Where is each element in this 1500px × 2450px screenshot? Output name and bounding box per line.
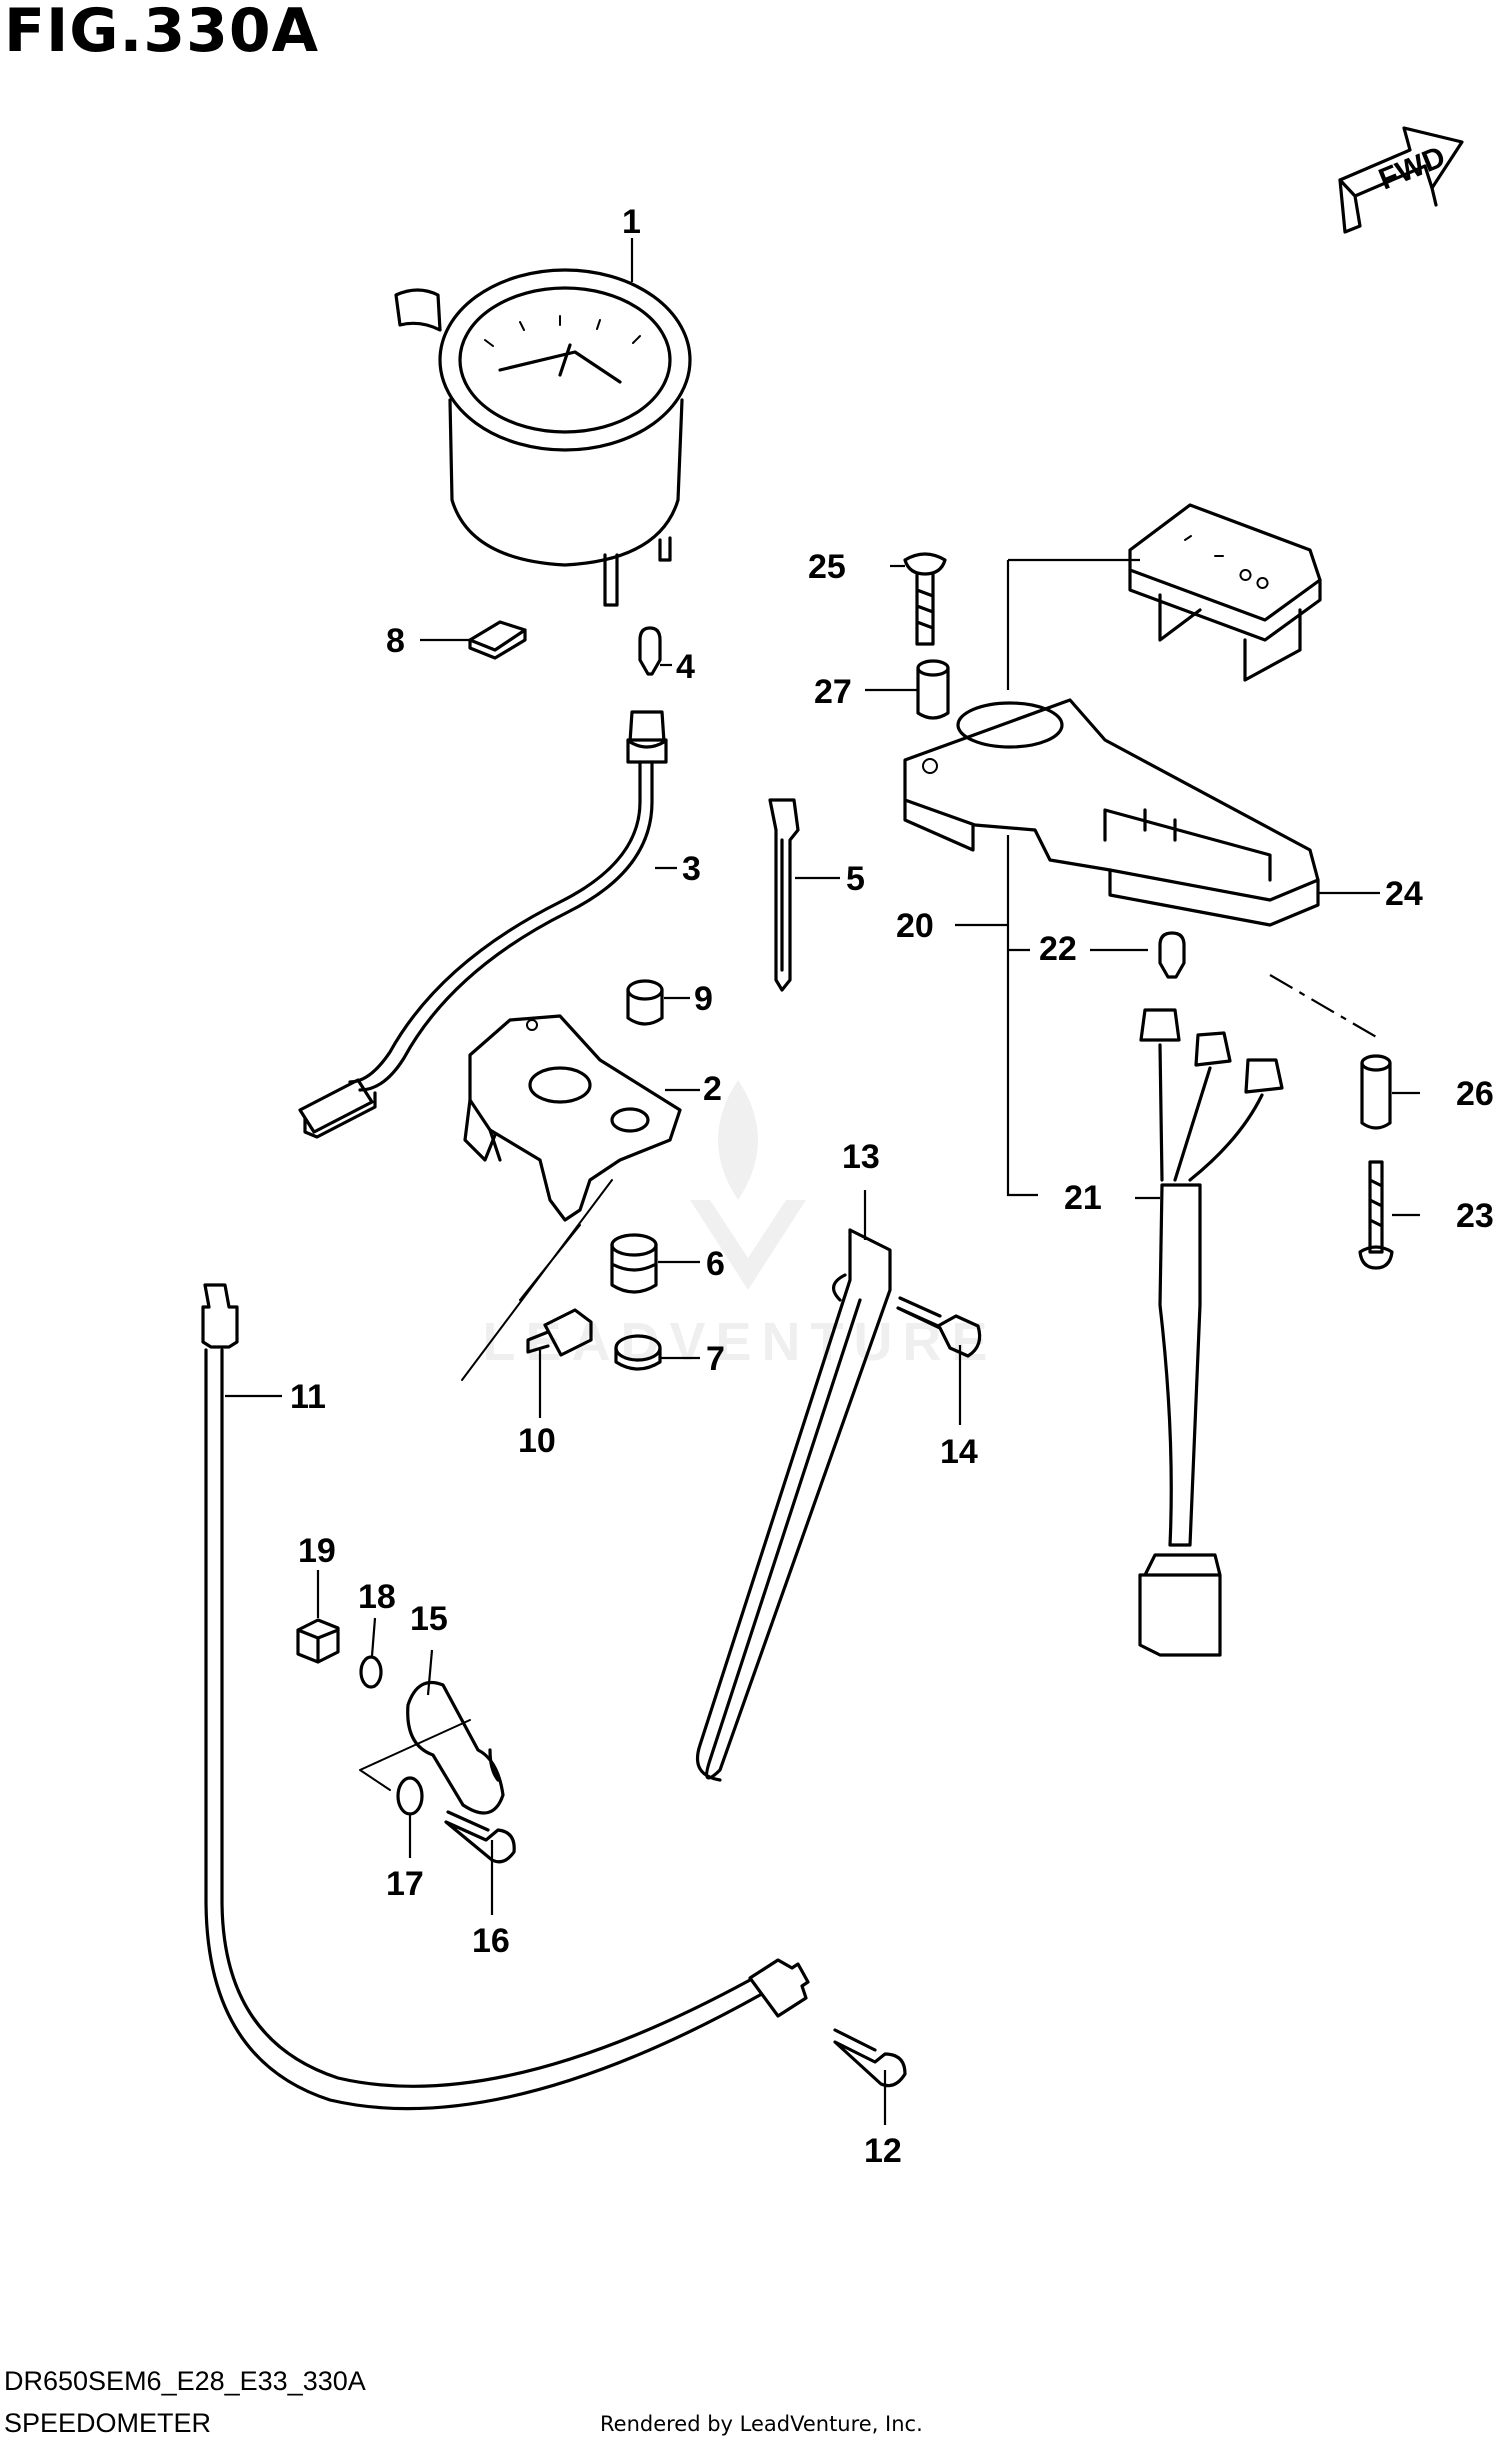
callout-22: 22 <box>1039 930 1077 968</box>
callout-12: 12 <box>864 2132 902 2170</box>
leader-lines <box>225 238 1420 2125</box>
pad-part <box>468 620 527 660</box>
fwd-arrow-icon: FWD <box>1338 126 1464 234</box>
callout-19: 19 <box>298 1532 336 1570</box>
indicator-harness <box>1138 1008 1284 1657</box>
callout-6: 6 <box>706 1245 725 1283</box>
meter-bracket <box>463 1014 682 1222</box>
washer-part-18 <box>359 1655 383 1689</box>
indicator-housing <box>903 698 1320 927</box>
watermark-logo: LEADVENTURE <box>482 1080 997 1372</box>
callout-4: 4 <box>676 648 695 686</box>
model-code: DR650SEM6_E28_E33_330A <box>4 2366 366 2396</box>
callout-24: 24 <box>1385 875 1423 913</box>
callout-15: 15 <box>410 1600 448 1638</box>
cable-tie-part <box>768 798 800 992</box>
meter-stay <box>695 1228 892 1782</box>
callout-13: 13 <box>842 1138 880 1176</box>
callout-23: 23 <box>1456 1197 1494 1235</box>
fwd-label: FWD <box>1374 140 1450 196</box>
callout-18: 18 <box>358 1578 396 1616</box>
grommet-part <box>610 1233 658 1294</box>
bolt-part-10 <box>526 1308 593 1357</box>
callout-1: 1 <box>622 203 641 241</box>
screw-part-16 <box>444 1810 516 1864</box>
bulb-part <box>638 626 662 676</box>
callout-2: 2 <box>703 1070 722 1108</box>
callout-20: 20 <box>896 907 934 945</box>
spacer-part-9 <box>626 979 664 1026</box>
callout-26: 26 <box>1456 1075 1494 1113</box>
figure-title: FIG.330A <box>4 0 320 66</box>
callout-9: 9 <box>694 980 713 1018</box>
render-credit: Rendered by LeadVenture, Inc. <box>600 2412 923 2436</box>
bolt-part-14 <box>896 1296 982 1358</box>
callout-21: 21 <box>1064 1179 1102 1217</box>
callout-14: 14 <box>940 1433 978 1471</box>
callout-25: 25 <box>808 548 846 586</box>
screw-part-25 <box>903 552 947 646</box>
nut-part-19 <box>296 1618 340 1664</box>
callout-7: 7 <box>706 1340 725 1378</box>
bulb-socket-wire <box>298 710 668 1139</box>
indicator-lens <box>1128 503 1322 682</box>
washer-part-17 <box>396 1776 424 1816</box>
callout-11: 11 <box>290 1378 326 1416</box>
speedometer-cable <box>201 1283 810 2111</box>
collar-part-27 <box>916 659 950 720</box>
assembly-guide <box>1269 974 1379 1039</box>
bulb-part-22 <box>1158 931 1186 979</box>
assembly-guide <box>461 1179 613 1381</box>
screw-part-23 <box>1358 1160 1394 1270</box>
flange-nut-part <box>614 1334 662 1371</box>
speedometer-gauge <box>394 268 692 607</box>
section-name: SPEEDOMETER <box>4 2408 212 2438</box>
collar-part-26 <box>1360 1054 1392 1130</box>
callout-27: 27 <box>814 673 852 711</box>
watermark-text: LEADVENTURE <box>482 1312 997 1372</box>
callout-5: 5 <box>846 860 865 898</box>
clamp-part-15 <box>406 1680 505 1815</box>
callout-16: 16 <box>472 1922 510 1960</box>
callout-8: 8 <box>386 622 405 660</box>
callout-17: 17 <box>386 1865 424 1903</box>
callout-3: 3 <box>682 850 701 888</box>
callout-labels: 1 2 3 4 5 6 7 8 9 10 11 12 13 14 15 16 1… <box>290 203 1494 2170</box>
screw-part-12 <box>833 2028 907 2088</box>
callout-10: 10 <box>518 1422 556 1460</box>
